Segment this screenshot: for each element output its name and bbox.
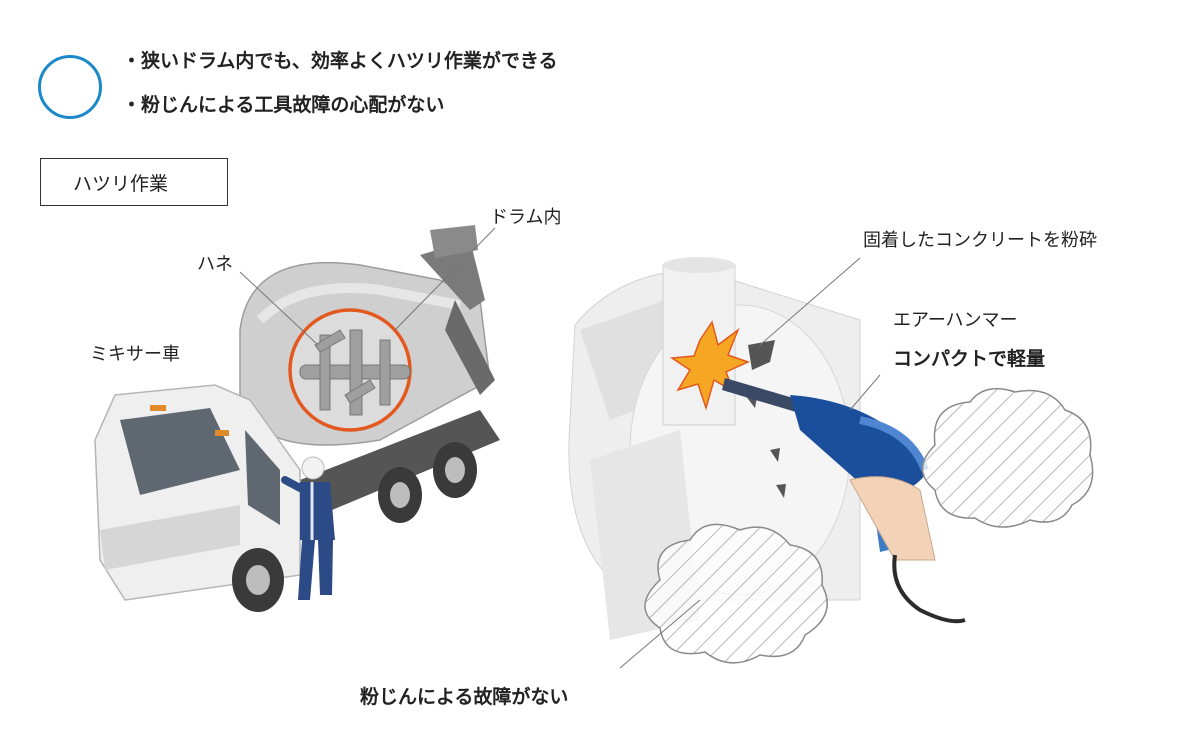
label-blade: ハネ [197, 254, 233, 275]
leader-drum-inside [394, 227, 496, 331]
dust-cloud-right [921, 387, 1094, 528]
drum-cross-section [568, 257, 861, 640]
label-no-dust-failure: 粉じんによる故障がない [360, 686, 569, 708]
leader-no-dust-failure [619, 599, 701, 669]
mixer-truck-illustration [94, 225, 500, 612]
label-compact-light: コンパクトで軽量 [893, 348, 1046, 370]
dust-cloud-left [644, 523, 828, 664]
label-crush-concrete: 固着したコンクリートを粉砕 [863, 230, 1097, 251]
air-hammer-illustration [722, 378, 966, 624]
benefit-1: ・狭いドラム内でも、効率よくハツリ作業ができる [122, 50, 558, 72]
drum-inside-magnifier [288, 308, 412, 432]
leader-air-hammer [849, 374, 881, 411]
leader-blade [239, 271, 319, 346]
label-mixer-truck: ミキサー車 [90, 344, 180, 365]
worker-illustration [281, 456, 335, 600]
label-air-hammer: エアーハンマー [893, 310, 1018, 331]
section-label-box: ハツリ作業 [40, 158, 228, 206]
label-drum-inside: ドラム内 [490, 207, 562, 228]
section-label: ハツリ作業 [73, 172, 169, 195]
good-circle-mark [38, 55, 102, 119]
benefit-2: ・粉じんによる工具故障の心配がない [122, 94, 445, 116]
leader-crush-concrete [759, 257, 861, 346]
